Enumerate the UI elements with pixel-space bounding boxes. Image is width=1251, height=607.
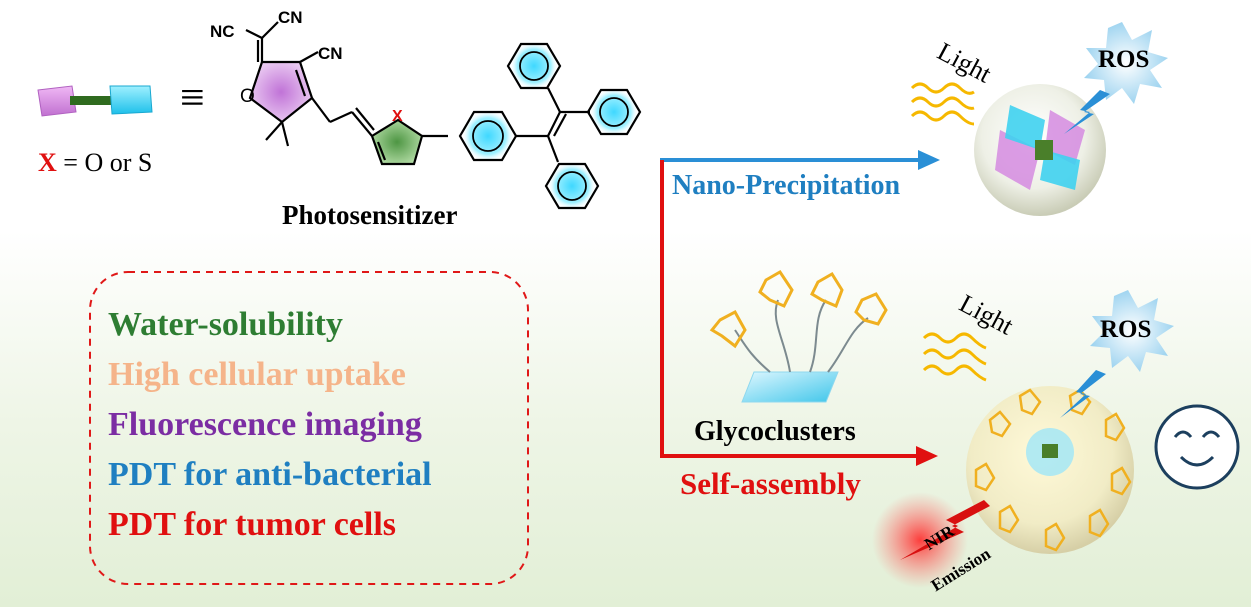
bottom-ros-label: ROS xyxy=(1100,316,1152,343)
property-pdt-antibacterial: PDT for anti-bacterial xyxy=(108,456,432,493)
bottom-light-waves xyxy=(922,332,987,382)
photosensitizer-label: Photosensitizer xyxy=(282,200,458,230)
bottom-ros-burst xyxy=(1090,290,1174,372)
top-ros-label: ROS xyxy=(1098,46,1150,73)
property-water-solubility: Water-solubility xyxy=(108,306,343,343)
x-definition: X = O or S xyxy=(38,148,152,178)
nano-precipitation-label: Nano-Precipitation xyxy=(672,170,901,201)
bottom-sugar-shell xyxy=(974,388,1132,552)
equiv-symbol: ≡ xyxy=(180,73,205,122)
benzene-ring-right xyxy=(586,88,642,136)
bottom-lightning-icon xyxy=(1060,370,1106,418)
x-letter: X xyxy=(38,148,57,177)
cn-label-top: CN xyxy=(278,8,303,27)
x-ring-label: X xyxy=(392,108,403,125)
cn-label-right: CN xyxy=(318,44,343,63)
properties-box xyxy=(89,271,529,585)
top-ros-burst xyxy=(1084,22,1168,104)
property-pdt-tumor: PDT for tumor cells xyxy=(108,506,397,543)
benzene-ring-top xyxy=(506,42,562,90)
nir-emission-icon xyxy=(872,492,990,588)
glycocluster-icon xyxy=(709,270,888,403)
smiley-face-icon xyxy=(1154,404,1240,490)
route-arrows xyxy=(660,150,940,466)
top-lightning-icon xyxy=(1064,90,1110,134)
glycoclusters-label: Glycoclusters xyxy=(694,416,856,447)
property-cellular-uptake: High cellular uptake xyxy=(108,356,406,393)
benzene-ring-bottom xyxy=(544,162,600,210)
property-fluorescence-imaging: Fluorescence imaging xyxy=(108,406,422,443)
nc-label: NC xyxy=(210,22,235,41)
tpe-core xyxy=(516,87,590,163)
top-nanoparticle xyxy=(974,84,1106,216)
x-def-text: = O or S xyxy=(56,148,153,177)
photosensitizer-structure xyxy=(245,21,448,166)
building-block-icon xyxy=(37,85,153,117)
benzene-ring-middle xyxy=(458,110,518,162)
oxygen-label: O xyxy=(240,86,255,107)
self-assembly-label: Self-assembly xyxy=(680,466,861,501)
top-light-waves xyxy=(910,82,975,126)
